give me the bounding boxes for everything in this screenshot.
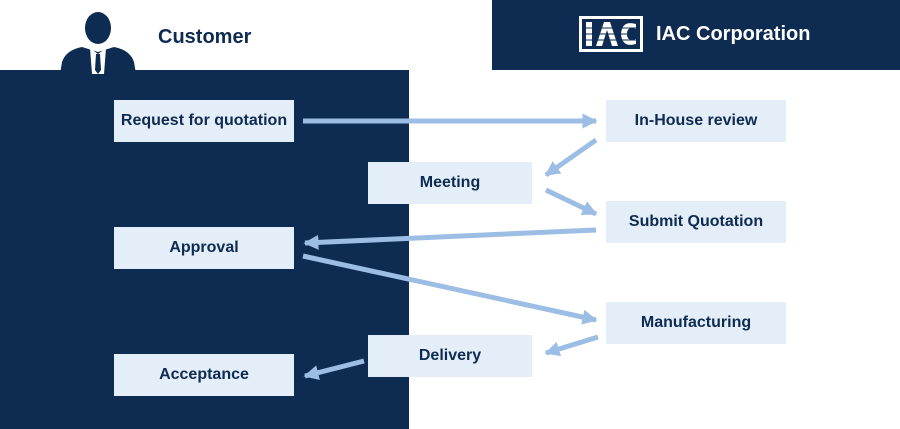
arrow-meeting-to-submit [544,187,598,217]
customer-title: Customer [158,26,252,48]
step-in-house-review: In-House review [606,100,786,142]
step-request-for-quotation: Request for quotation [114,100,294,142]
arrow-review-to-meeting [544,137,598,178]
step-manufacturing: Manufacturing [606,302,786,344]
step-acceptance: Acceptance [114,354,294,396]
iac-logo [579,16,643,52]
arrow-manufacturing-to-delivery [544,334,599,357]
company-panel [492,0,900,70]
step-delivery: Delivery [368,335,532,377]
step-meeting: Meeting [368,162,532,204]
step-approval: Approval [114,227,294,269]
step-submit-quotation: Submit Quotation [606,201,786,243]
businessman-icon [60,12,136,74]
company-title: IAC Corporation [656,23,811,45]
